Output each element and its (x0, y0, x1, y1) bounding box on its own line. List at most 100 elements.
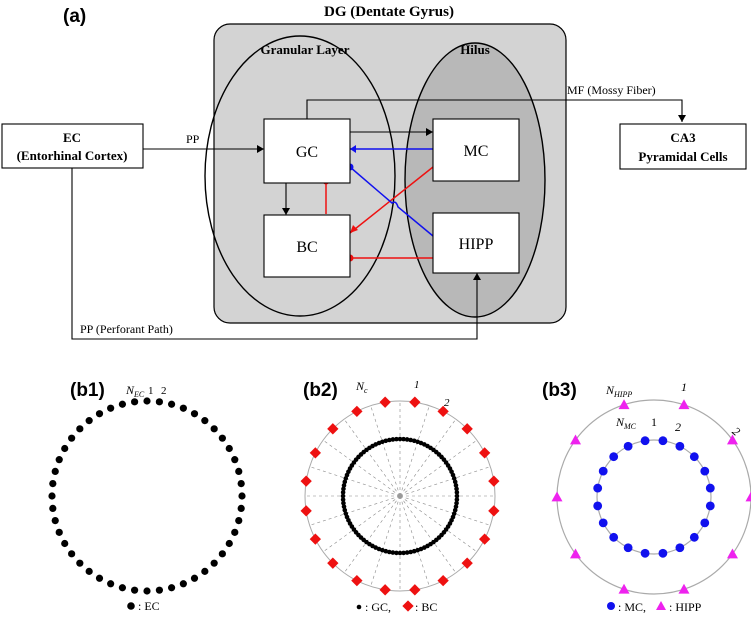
b1-ec-dot (167, 400, 176, 408)
b3-mc-ring (593, 436, 715, 558)
b1-top-2: 2 (161, 385, 167, 397)
b2-spoke (309, 495, 401, 526)
b2-gc-dot (408, 437, 413, 443)
b1-ec-dot (118, 400, 127, 408)
b2-spoke (399, 466, 491, 497)
b2-gc-dot (341, 504, 347, 509)
b1-ec-dot (61, 444, 69, 453)
b2-gc-dot (340, 493, 346, 499)
b1-ec-dot (218, 550, 226, 558)
b1-top-n: NEC (125, 383, 145, 399)
b3-mc-dot (705, 501, 715, 511)
bc-box: BC (263, 214, 351, 278)
b2-gc-dot (390, 550, 396, 555)
gc-label: GC (296, 144, 318, 161)
pp-full-label: PP (Perforant Path) (80, 322, 173, 336)
b1-ec-dot (131, 586, 139, 594)
b1-ec-dot (51, 516, 59, 525)
b2-bc-marker (461, 423, 473, 435)
b2-gc-dot (394, 550, 399, 556)
b1-ec-dot (49, 480, 57, 488)
b1-ec-dot (167, 584, 176, 592)
ec-box: EC (Entorhinal Cortex) (1, 123, 144, 169)
b2-bc-marker (379, 584, 391, 596)
b2-bc-marker (351, 574, 363, 587)
b2-outer-n-sub: c (364, 386, 368, 395)
b3-hipp-marker (678, 399, 690, 410)
granular-layer-ellipse (204, 35, 396, 317)
b2-spoke (322, 439, 401, 497)
b1-ec-dot (85, 417, 93, 425)
panel-b1-label: (b1) (70, 380, 105, 401)
b2-outer-n: Nc (355, 379, 368, 395)
mc-to-bc-red-line (349, 166, 434, 234)
ca3-label-line2: Pyramidal Cells (638, 149, 727, 164)
b2-gc-ring (340, 436, 460, 556)
b1-ec-dot (190, 574, 199, 582)
pp-label: PP (186, 132, 200, 146)
b2-outer-circle (304, 400, 496, 592)
ec-label-line1: EC (63, 130, 81, 145)
b2-gc-dot (454, 490, 460, 495)
b3-mc-dot (689, 452, 699, 462)
b1-ec-dot (225, 539, 233, 548)
b1-legend-ec-icon (127, 602, 135, 610)
b1-ec-dot (235, 467, 243, 476)
b1-ec-dot (155, 398, 163, 406)
b2-bc-marker (437, 405, 449, 418)
panel-a-label: (a) (63, 6, 86, 27)
gc-to-bc-arrowhead (282, 208, 290, 215)
b2-gc-dot (394, 436, 399, 442)
b3-legend-mc: : MC, (618, 600, 646, 614)
b1-ec-dot (238, 492, 246, 500)
hipp-label: HIPP (459, 236, 494, 253)
b3-hipp-marker (726, 548, 738, 559)
b3-outer-n-sub: HIPP (613, 390, 632, 399)
b1-ec-dot (49, 504, 57, 512)
b2-outer-1: 1 (414, 379, 420, 391)
b3-mc-dot (623, 543, 633, 553)
b2-outer-n-main: N (355, 379, 365, 393)
b2-gc-dot (453, 504, 459, 509)
b1-ec-dot (237, 504, 245, 512)
b3-mc-dot (609, 532, 619, 542)
b2-gc-dot (342, 507, 348, 513)
b2-bc-marker (327, 423, 339, 435)
b3-outer-circle (556, 399, 751, 595)
b2-gc-dot (453, 483, 459, 488)
b1-ec-dot (237, 480, 245, 488)
b2-gc-dot (341, 486, 346, 492)
mf-arrowhead (678, 115, 686, 122)
b1-top-1: 1 (148, 385, 154, 397)
b3-mc-dot (689, 532, 699, 542)
b2-gc-dot (454, 500, 459, 506)
b2-gc-dot (387, 549, 392, 555)
b3-legend-hipp: : HIPP (669, 600, 702, 614)
mossy-fiber-line (306, 99, 683, 122)
b1-ec-dot (48, 492, 56, 500)
b2-center-dot (398, 494, 402, 498)
b1-ec-dot (51, 467, 59, 476)
b1-top-n-sub: EC (133, 390, 145, 399)
b1-ec-dot (95, 574, 104, 582)
mc-box: MC (432, 118, 520, 182)
b3-mc-dot (593, 501, 603, 511)
b2-spoke (370, 495, 401, 587)
b2-legend-gc: : GC, (365, 600, 391, 614)
b2-gc-dot (454, 486, 459, 492)
b3-hipp-marker (618, 583, 630, 594)
b3-inner-n: NMC (615, 415, 637, 431)
b2-spoke (399, 495, 430, 587)
b2-bc-marker (409, 396, 421, 408)
b2-gc-dot (452, 479, 458, 485)
b1-ec-ring (48, 397, 246, 595)
b2-bc-marker (488, 505, 500, 517)
b1-ec-dot (68, 434, 76, 442)
b3-inner-n-main: N (615, 415, 625, 429)
b3-inner-circle (596, 439, 712, 555)
b2-bc-marker (478, 447, 491, 459)
ec-label-line2: (Entorhinal Cortex) (17, 148, 128, 163)
b2-gc-dot (383, 438, 389, 444)
ca3-box: CA3 Pyramidal Cells (619, 123, 747, 170)
b3-hipp-ring (551, 399, 751, 594)
